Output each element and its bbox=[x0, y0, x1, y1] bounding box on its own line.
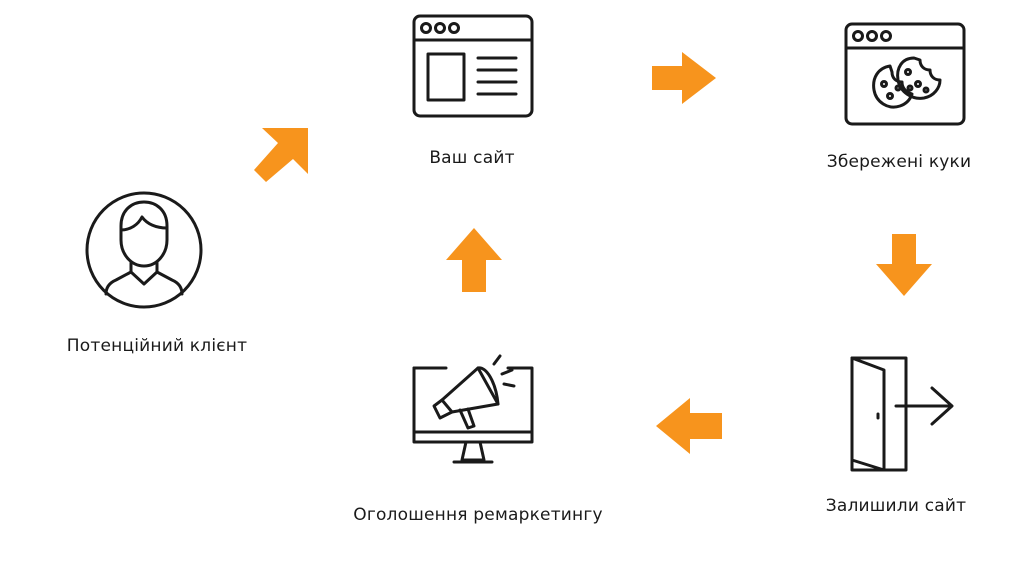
node-label: Потенційний клієнт bbox=[66, 336, 248, 356]
node-label: Оголошення ремаркетингу bbox=[353, 505, 603, 525]
node-label: Збережені куки bbox=[826, 152, 972, 172]
node-label: Залишили сайт bbox=[825, 496, 967, 516]
person-circle-icon bbox=[85, 191, 203, 309]
browser-window-icon bbox=[412, 14, 534, 118]
browser-cookies-icon bbox=[844, 22, 966, 126]
arrow-up-right-icon bbox=[254, 128, 308, 182]
exit-door-icon bbox=[850, 356, 954, 472]
arrow-left-icon bbox=[656, 398, 722, 454]
arrow-up-icon bbox=[446, 228, 502, 292]
arrow-right-icon bbox=[652, 52, 716, 104]
arrow-down-icon bbox=[876, 234, 932, 296]
node-label: Ваш сайт bbox=[429, 148, 515, 168]
monitor-megaphone-icon bbox=[412, 354, 534, 464]
